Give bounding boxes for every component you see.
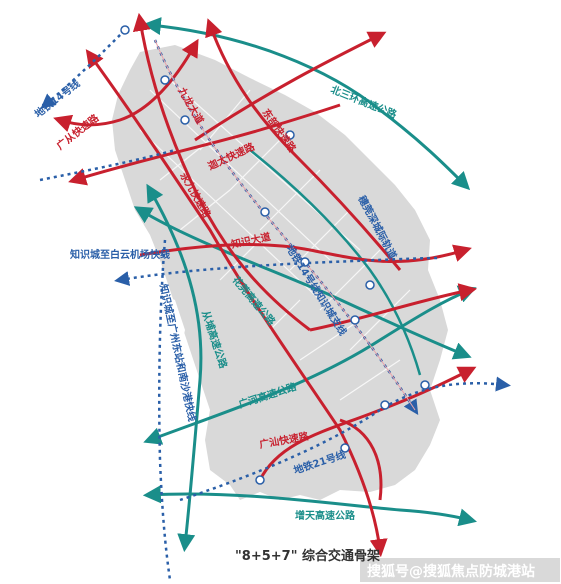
baiyun-express xyxy=(114,256,441,286)
label-guangcong: 广从快速路 xyxy=(54,111,102,153)
metro21-line xyxy=(179,376,511,502)
station-markers xyxy=(120,25,430,485)
guangshan-expressway xyxy=(258,366,477,481)
hua-red-east xyxy=(309,283,478,332)
label-baiyun: 知识城至白云机场快线 xyxy=(69,248,170,261)
label-zengtian: 增天高速公路 xyxy=(295,509,356,522)
dongbu-expressway xyxy=(205,18,402,271)
jiaotai-expressway xyxy=(68,103,341,186)
yongjiu-expressway xyxy=(85,49,388,558)
watermark-bg xyxy=(360,558,560,582)
beisanhuan-red xyxy=(194,31,387,142)
guangshan-west xyxy=(339,418,383,501)
label-metro14: 地铁14号线 xyxy=(32,77,82,120)
map-caption: "8+5+7" 综合交通骨架 xyxy=(235,548,380,564)
metro14-west-branch xyxy=(39,148,176,182)
zhishi-avenue xyxy=(139,243,472,263)
watermark: 搜狐号@搜狐焦点防城港站 xyxy=(367,563,535,580)
label-beisanhuan: 北三环高速公路 xyxy=(329,83,400,122)
metro14-branch-pink xyxy=(154,39,416,411)
dongzhan-express xyxy=(157,239,172,581)
